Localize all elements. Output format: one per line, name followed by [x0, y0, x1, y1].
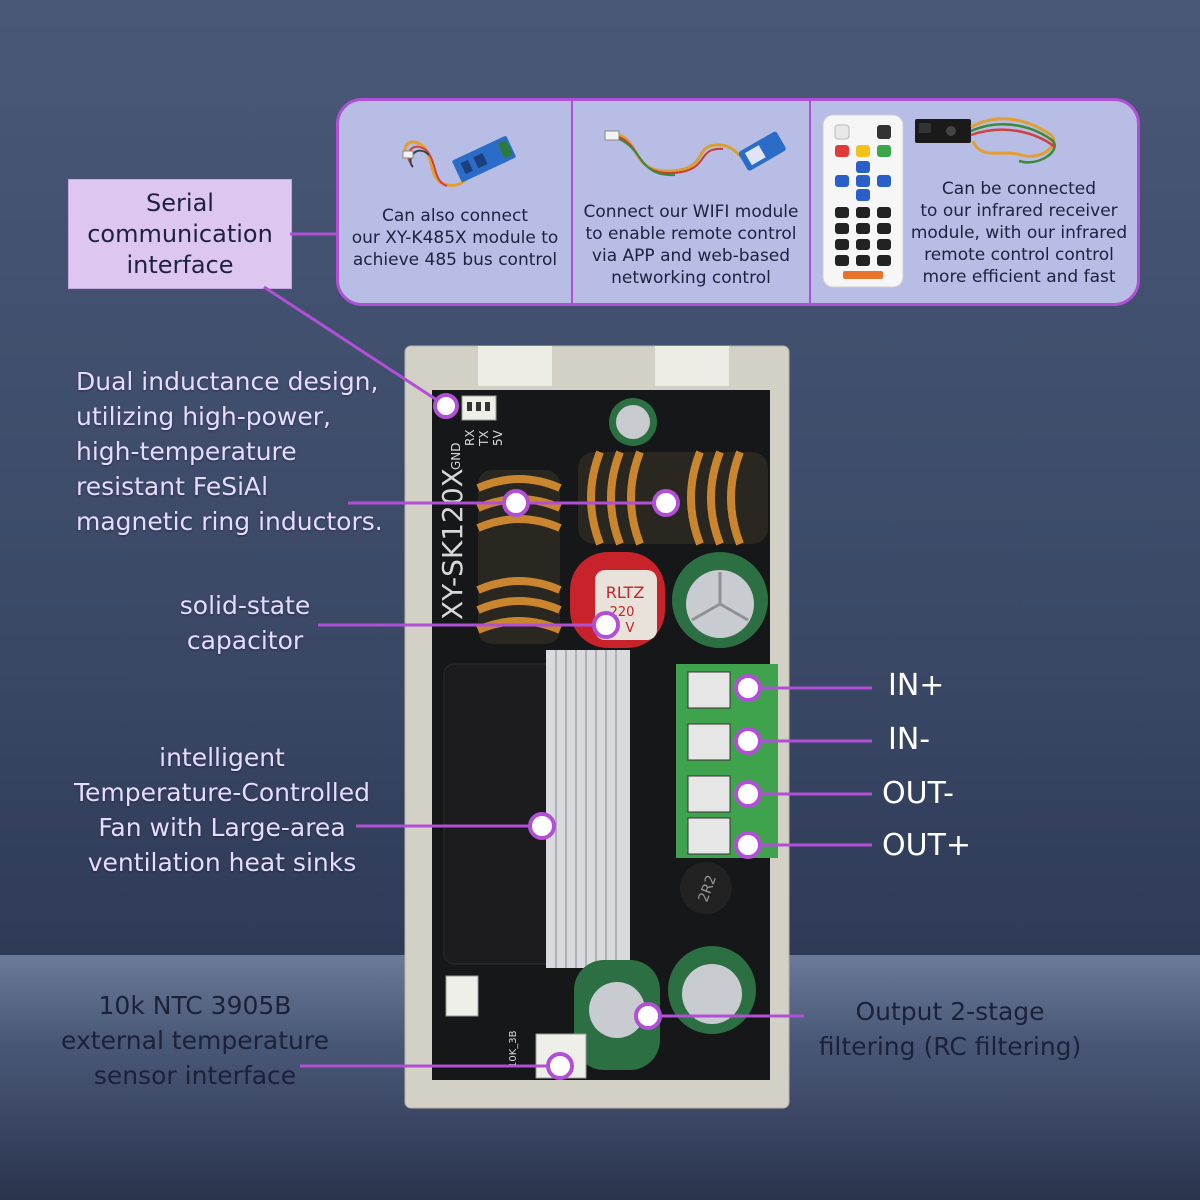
filter-label-line: Output 2-stage [855, 997, 1045, 1026]
pin-label-rx: RX [463, 429, 477, 446]
callout-dot-out-minus [734, 780, 762, 808]
wifi-text-line: via APP and web-based [591, 246, 791, 266]
pin-label-5v: 5V [491, 429, 505, 446]
fan-label-line: ventilation heat sinks [87, 848, 357, 877]
ntc-label-line: external temperature [61, 1026, 329, 1055]
callout-dot-in-plus [734, 674, 762, 702]
fan-label: intelligent Temperature-Controlled Fan w… [52, 740, 392, 880]
wifi-text-line: to enable remote control [585, 224, 797, 244]
wifi-module-cell: Connect our WIFI module to enable remote… [573, 101, 809, 303]
callout-dot-ntc [546, 1052, 574, 1080]
accessory-panel: Can also connect our XY-K485X module to … [336, 98, 1140, 306]
cap-suffix: V [626, 621, 635, 636]
ir-text-line: to our infrared receiver [920, 201, 1118, 221]
terminal-label-in-minus: IN- [888, 722, 931, 757]
callout-dot-capacitor [592, 611, 620, 639]
ir-text-line: Can be connected [941, 179, 1097, 199]
callout-dot-in-minus [734, 727, 762, 755]
ir-text-line: remote control control [924, 245, 1114, 265]
inductor-label-line: magnetic ring inductors. [76, 507, 383, 536]
output-inductor [680, 862, 732, 914]
terminal-label-out-plus: OUT+ [882, 828, 972, 863]
model-silkscreen: XY-SK120X [436, 468, 469, 620]
rs485-text-line: achieve 485 bus control [352, 250, 558, 270]
panel-divider [809, 101, 811, 303]
rs485-module-cell: Can also connect our XY-K485X module to … [339, 101, 571, 303]
fan-label-line: intelligent [159, 743, 285, 772]
fan-connector [445, 975, 479, 1017]
rs485-text-line: our XY-K485X module to [351, 228, 559, 248]
ntc-silkscreen: 10K_3B [508, 1030, 519, 1068]
inductor-label: Dual inductance design, utilizing high-p… [76, 364, 416, 539]
fan-label-line: Fan with Large-area [98, 813, 346, 842]
terminal-label-out-minus: OUT- [882, 776, 954, 811]
serial-box-line: Serial [146, 188, 214, 217]
ir-module-cell: Can be connected to our infrared receive… [811, 101, 1137, 303]
serial-box-line: communication [87, 219, 273, 248]
pin-label-tx: TX [477, 430, 491, 447]
serial-box-line: interface [126, 250, 234, 279]
enclosure-tab [478, 346, 552, 386]
ir-text-line: more efficient and fast [922, 267, 1116, 287]
filter-label-line: filtering (RC filtering) [818, 1032, 1082, 1061]
ntc-label-line: 10k NTC 3905B [98, 991, 292, 1020]
rs485-text-line: Can also connect [381, 206, 529, 226]
callout-dot-inductor [652, 489, 680, 517]
ir-remote-icon [822, 114, 904, 288]
callout-dot-serial [433, 393, 459, 419]
ntc-label: 10k NTC 3905B external temperature senso… [40, 988, 350, 1093]
pin-label-gnd: GND [449, 442, 463, 470]
capacitor-label-line: capacitor [186, 626, 304, 655]
inductor-label-line: Dual inductance design, [76, 367, 379, 396]
serial-interface-box: Serial communication interface [68, 179, 292, 289]
enclosure-tab [655, 346, 729, 386]
callout-line-serial [263, 285, 447, 408]
inductor-label-line: resistant FeSiAl [76, 472, 269, 501]
cap-brand: RLTZ [606, 583, 645, 602]
inductor-label-line: high-temperature [76, 437, 297, 466]
ntc-label-line: sensor interface [93, 1061, 297, 1090]
capacitor-label-line: solid-state [179, 591, 311, 620]
wifi-module-icon [604, 130, 786, 177]
callout-dot-fan [528, 812, 556, 840]
panel-divider [571, 101, 573, 303]
terminal-label-in-plus: IN+ [888, 668, 945, 703]
callout-dot-out-plus [734, 831, 762, 859]
callout-dot-inductor [502, 489, 530, 517]
ir-receiver-icon [915, 117, 1056, 164]
ir-text-line: module, with our infrared [910, 223, 1128, 243]
capacitor-label: solid-state capacitor [160, 588, 330, 658]
inductor-label-line: utilizing high-power, [76, 402, 331, 431]
wifi-text-line: Connect our WIFI module [583, 202, 799, 222]
callout-dot-filter [634, 1002, 662, 1030]
rs485-module-icon [402, 136, 516, 187]
fan-label-line: Temperature-Controlled [74, 778, 370, 807]
filter-label: Output 2-stage filtering (RC filtering) [800, 994, 1100, 1064]
wifi-text-line: networking control [611, 268, 771, 288]
